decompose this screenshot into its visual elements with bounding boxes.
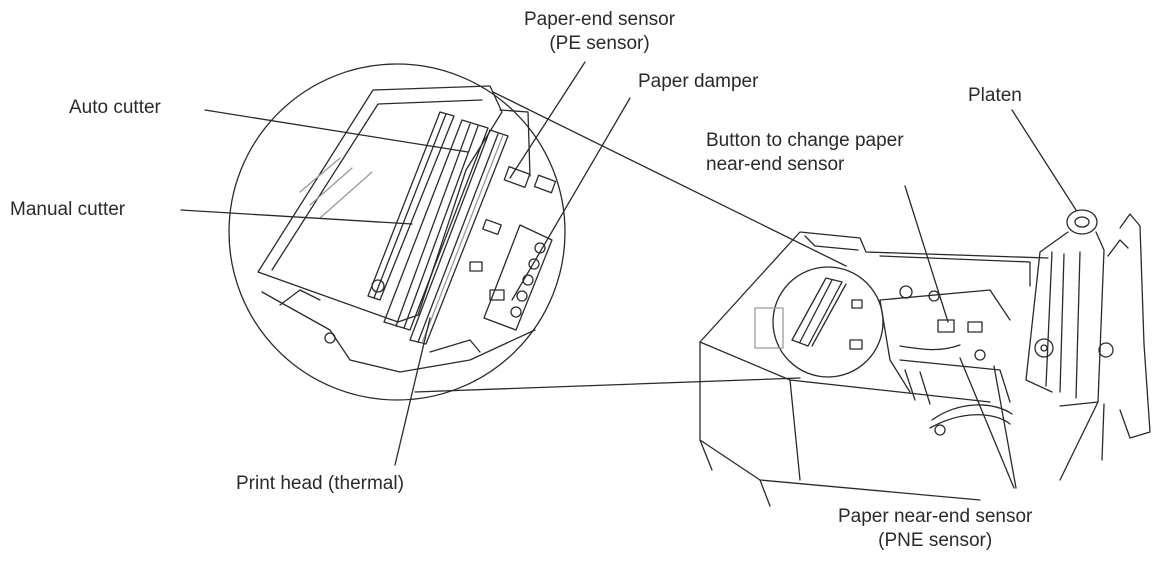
small-circle: [772, 266, 884, 378]
leader-manual-cutter: [180, 209, 413, 225]
magnifier-circle: [228, 63, 566, 401]
label-manual-cutter: Manual cutter: [10, 199, 126, 220]
leader-print-head: [394, 317, 431, 466]
label-pe-sensor-line2: (PE sensor): [549, 33, 650, 54]
label-pne-button-line2: near-end sensor: [706, 154, 845, 175]
platen-shape: [1025, 209, 1151, 481]
leader-lines: [180, 61, 1077, 489]
magnified-view: [228, 63, 847, 401]
label-paper-damper: Paper damper: [638, 71, 759, 92]
label-pne-button: Button to change paper near-end sensor: [706, 129, 904, 177]
leader-pne-button: [904, 185, 949, 323]
label-pne-sensor-line2: (PNE sensor): [878, 530, 993, 551]
leader-pne-sensor-a: [959, 357, 1015, 489]
label-pe-sensor: Paper-end sensor (PE sensor): [524, 8, 675, 56]
leader-paper-damper: [511, 97, 631, 301]
leader-auto-cutter: [204, 109, 469, 153]
label-pne-sensor: Paper near-end sensor (PNE sensor): [838, 505, 1032, 553]
label-print-head: Print head (thermal): [236, 473, 404, 494]
zoom-line-top: [492, 91, 847, 267]
leader-pne-sensor-b: [993, 365, 1017, 489]
leader-pe-sensor: [509, 61, 586, 179]
label-auto-cutter: Auto cutter: [69, 97, 161, 118]
body-top-edge: [699, 231, 1049, 343]
label-pne-button-line1: Button to change paper: [706, 130, 904, 151]
printer-body: [699, 209, 1151, 507]
zoom-line-bottom: [414, 377, 801, 393]
label-pne-sensor-line1: Paper near-end sensor: [838, 506, 1033, 527]
leader-platen: [1011, 109, 1077, 211]
print-head-shape: [409, 129, 509, 345]
paper-cover: [257, 85, 503, 323]
paper-damper-shape: [483, 224, 553, 331]
cutter-assembly: [367, 111, 489, 331]
label-platen: Platen: [968, 85, 1022, 106]
label-pe-sensor-line1: Paper-end sensor: [524, 9, 676, 30]
